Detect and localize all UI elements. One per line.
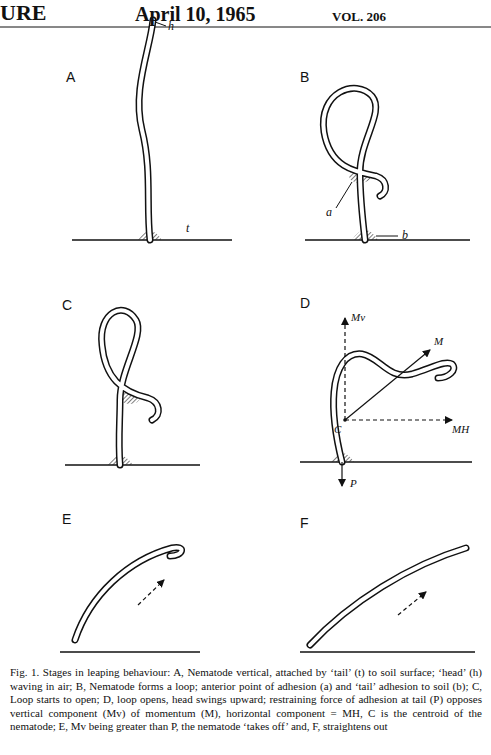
panel-letter: F: [300, 516, 309, 530]
panel-letter: D: [300, 296, 310, 310]
leader-line: [376, 236, 398, 237]
header-rule: [0, 27, 491, 28]
centroid-point: [343, 418, 347, 422]
part-label: a: [326, 206, 332, 218]
panel-letter: C: [62, 298, 72, 312]
motion-arrow: [138, 580, 426, 615]
journal-name: URE: [0, 2, 46, 24]
vector-label: MH: [452, 424, 469, 435]
issue-date: April 10, 1965: [135, 4, 256, 24]
centroid-label: C: [334, 424, 341, 435]
part-label: b: [402, 229, 408, 241]
force-label: P: [350, 478, 357, 489]
momentum-vector: [342, 318, 452, 486]
vector-label: Mv: [351, 312, 365, 323]
panel-letter: B: [300, 70, 309, 84]
part-label: h: [168, 20, 174, 32]
figure-caption: Fig. 1. Stages in leaping behaviour: A, …: [10, 666, 482, 734]
vector-label: M: [434, 336, 443, 347]
volume-number: VOL. 206: [332, 10, 386, 23]
nematode-body: [75, 20, 466, 645]
panel-letter: A: [66, 70, 75, 84]
soil-surface: [60, 240, 475, 652]
part-label: t: [186, 222, 189, 234]
panel-letter: E: [62, 512, 71, 526]
leader-line: [336, 182, 352, 208]
